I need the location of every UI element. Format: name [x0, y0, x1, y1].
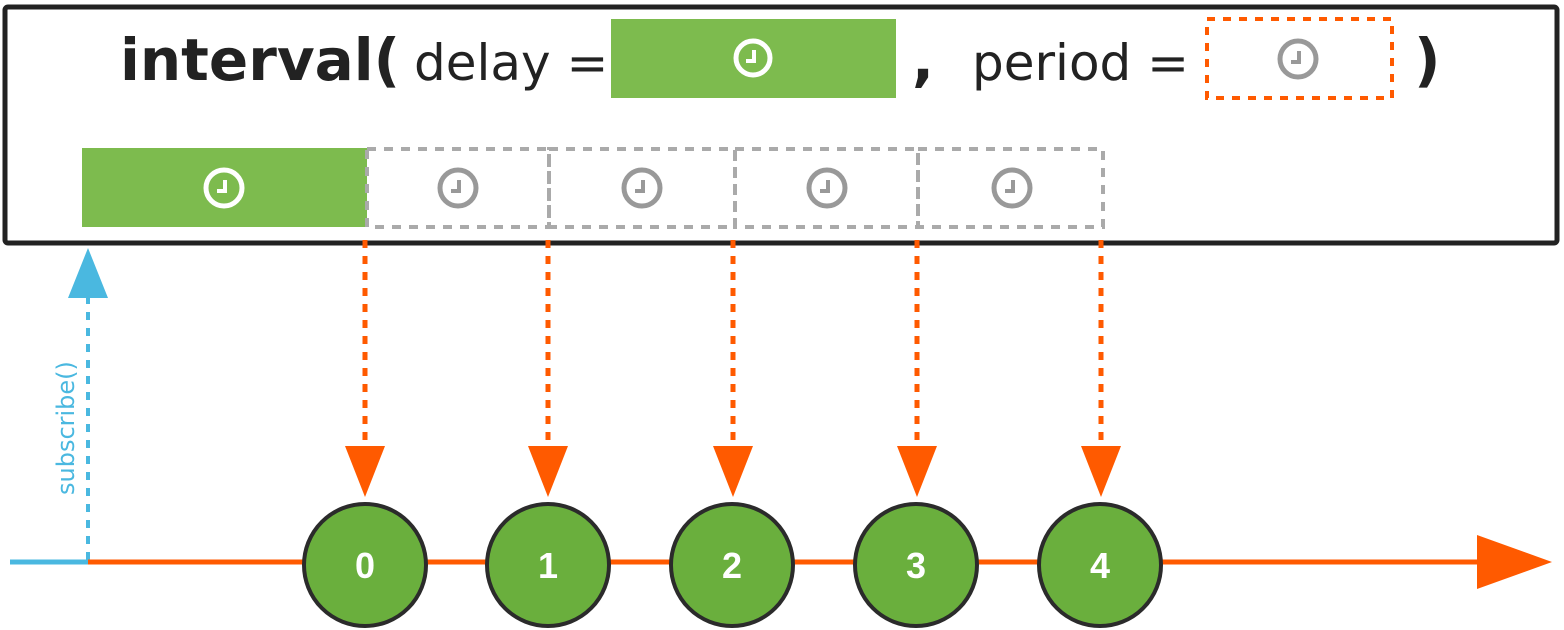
clock-icon	[621, 167, 663, 209]
timeline-arrowhead	[1477, 535, 1552, 589]
emission-marble: 1	[485, 502, 611, 628]
delay-param-label: delay =	[414, 34, 608, 92]
clock-icon	[991, 167, 1033, 209]
period-param-label: period =	[972, 34, 1189, 92]
emission-label: 2	[722, 545, 742, 586]
close-paren: )	[1414, 26, 1441, 94]
period-segments	[365, 147, 1105, 229]
emission-arrowhead	[713, 446, 753, 497]
emission-label: 3	[906, 545, 926, 586]
operator-box	[2, 4, 1560, 246]
clock-icon	[203, 167, 245, 209]
emission-marble: 3	[853, 502, 979, 628]
emission-marble: 4	[1037, 502, 1163, 628]
period-segment	[733, 147, 920, 229]
emission-marble: 2	[669, 502, 795, 628]
clock-icon	[437, 167, 479, 209]
period-segment	[916, 147, 1105, 229]
emission-arrowhead	[897, 446, 937, 497]
emission-label: 0	[355, 545, 375, 586]
period-swatch	[1205, 17, 1394, 100]
emission-arrowhead	[345, 446, 385, 497]
emission-connectors	[345, 240, 1121, 497]
subscribe-label: subscribe()	[52, 361, 80, 495]
emission-marble: 0	[302, 502, 428, 628]
clock-icon	[806, 167, 848, 209]
clock-icon	[733, 38, 773, 78]
period-segment	[365, 147, 551, 229]
operator-name: interval(	[120, 26, 400, 94]
clock-icon	[1277, 38, 1319, 80]
emission-label: 1	[538, 545, 558, 586]
emission-arrowhead	[528, 446, 568, 497]
emission-arrowhead	[1081, 446, 1121, 497]
param-separator: ,	[912, 26, 934, 94]
subscribe-arrowhead	[68, 248, 108, 298]
emission-label: 4	[1090, 545, 1110, 586]
